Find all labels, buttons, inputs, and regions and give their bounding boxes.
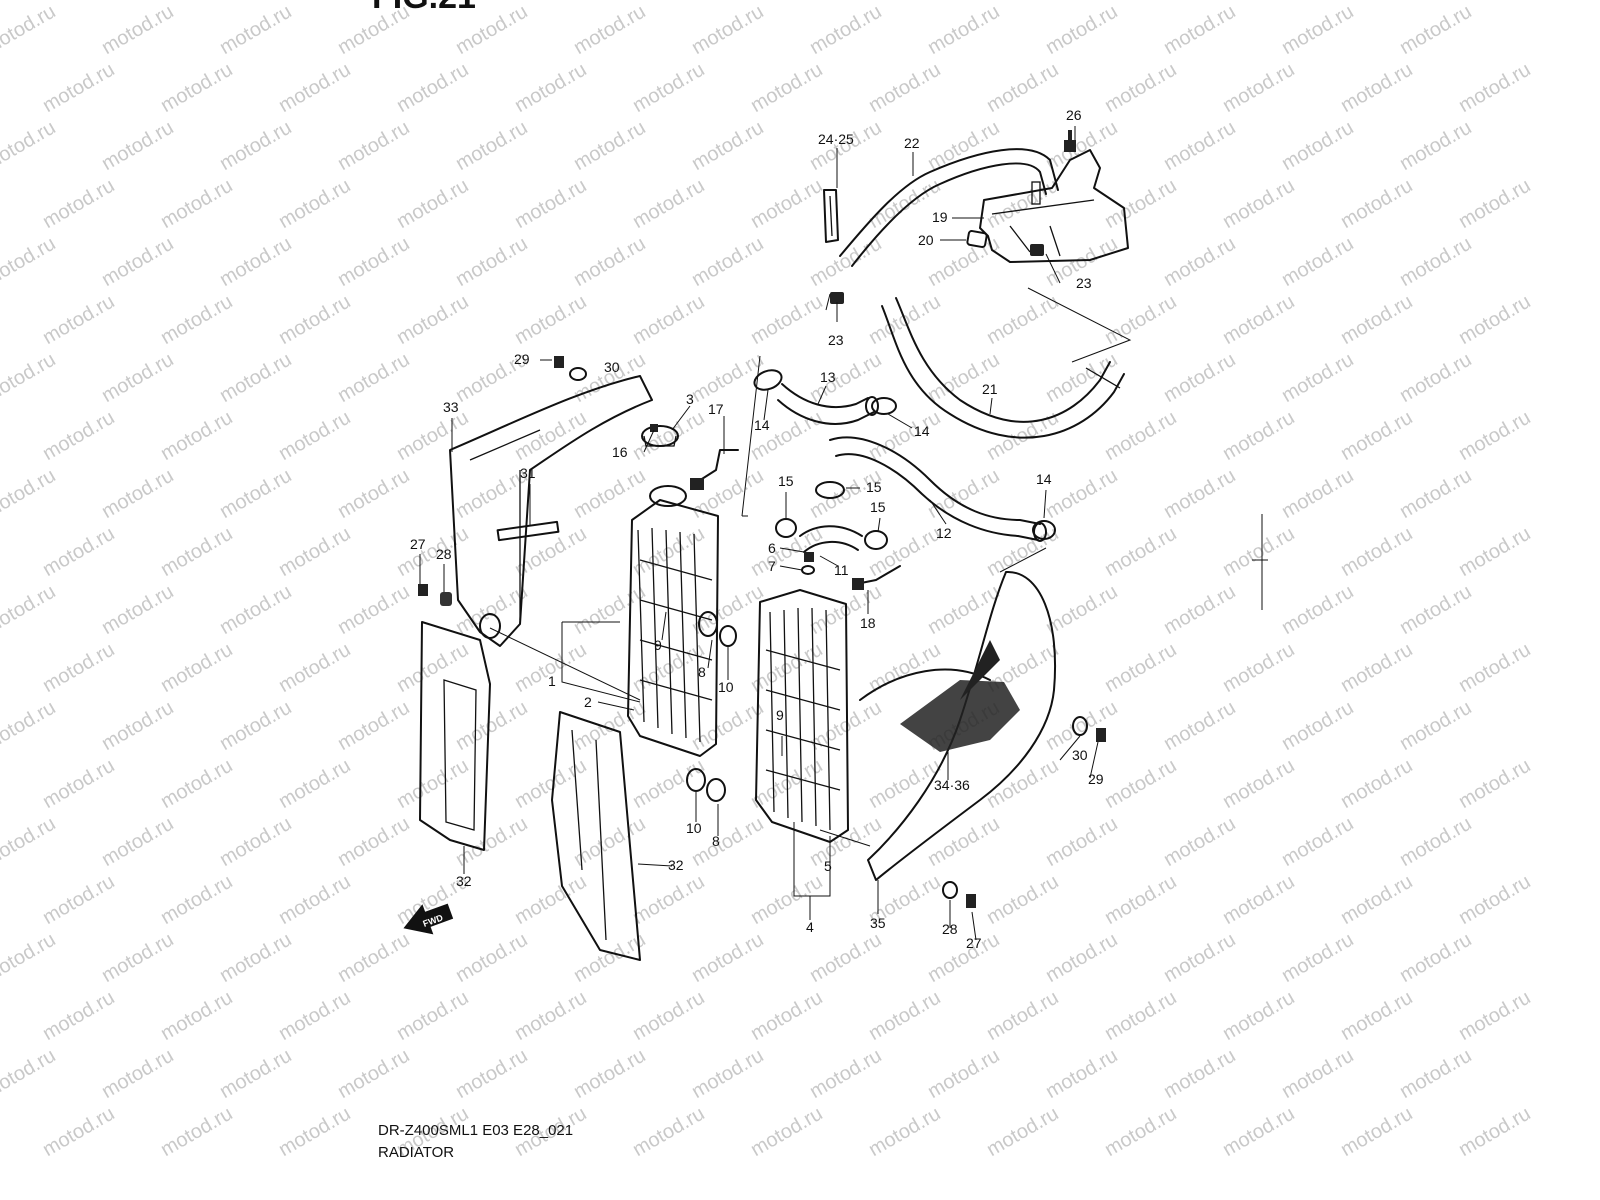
drain-bolt[interactable] (804, 552, 814, 562)
callout-35: 35 (870, 915, 886, 931)
figure-title: FIG.21 (372, 0, 476, 17)
radiator-hose-12[interactable] (829, 436, 1047, 542)
callout-14: 14 (914, 423, 930, 439)
callout-14: 14 (1036, 471, 1052, 487)
callout-3: 3 (686, 391, 694, 407)
reservoir-tank[interactable] (979, 149, 1129, 263)
callout-21: 21 (982, 381, 998, 397)
callout-8: 8 (698, 664, 706, 680)
hose-clamp[interactable] (775, 518, 797, 538)
grommet[interactable] (706, 778, 726, 802)
callout-15: 15 (870, 499, 886, 515)
bolt[interactable] (1096, 728, 1106, 742)
callout-20: 20 (918, 232, 934, 248)
radiator-right[interactable] (755, 589, 849, 843)
shroud-emblem[interactable] (900, 640, 1020, 752)
washer[interactable] (569, 367, 587, 381)
fan-thermo-switch[interactable] (690, 449, 739, 490)
hose-clamp[interactable] (815, 481, 845, 499)
hose-protector[interactable] (823, 189, 839, 243)
reservoir-cushion[interactable] (966, 230, 988, 248)
washer[interactable] (801, 565, 815, 575)
callout-31: 31 (520, 465, 536, 481)
callout-23: 23 (1076, 275, 1092, 291)
callout-13: 13 (820, 369, 836, 385)
callout-18: 18 (860, 615, 876, 631)
fwd-arrow-icon: FWD (403, 903, 454, 935)
callout-28: 28 (942, 921, 958, 937)
callout-14: 14 (754, 417, 770, 433)
breather-hose[interactable] (839, 148, 1059, 267)
callout-7: 7 (768, 558, 776, 574)
callout-16: 16 (612, 444, 628, 460)
callout-8: 8 (712, 833, 720, 849)
callout-12: 12 (936, 525, 952, 541)
callout-10: 10 (686, 820, 702, 836)
callout-15: 15 (778, 473, 794, 489)
callout-30: 30 (604, 359, 620, 375)
bolt[interactable] (966, 894, 976, 908)
callout-1: 1 (548, 673, 556, 689)
callout-9: 9 (776, 707, 784, 723)
callout-24-25: 24·25 (818, 131, 854, 147)
grommet[interactable] (719, 625, 737, 647)
callout-33: 33 (443, 399, 459, 415)
callout-23: 23 (828, 332, 844, 348)
callout-labels: 26 24·25 22 19 20 23 23 29 30 33 3 17 16… (410, 107, 1104, 951)
callout-32: 32 (456, 873, 472, 889)
water-temp-sensor[interactable] (852, 565, 901, 590)
callout-34-36: 34·36 (934, 777, 970, 793)
model-code: DR-Z400SML1 E03 E28_021 (378, 1122, 574, 1139)
callout-27: 27 (966, 935, 982, 951)
hose-clamp[interactable] (752, 367, 784, 393)
hose-clamp[interactable] (864, 530, 888, 550)
callout-4: 4 (806, 919, 814, 935)
radiator-hose-13[interactable] (777, 383, 879, 425)
callout-2: 2 (584, 694, 592, 710)
radiator-cap[interactable] (641, 425, 679, 447)
callout-15: 15 (866, 479, 882, 495)
radiator-left[interactable] (627, 499, 719, 757)
callout-27: 27 (410, 536, 426, 552)
washer[interactable] (942, 881, 958, 899)
radiator-hose-21[interactable] (881, 297, 1125, 439)
grommet[interactable] (686, 768, 706, 792)
callout-29: 29 (1088, 771, 1104, 787)
callout-5: 5 (824, 858, 832, 874)
callout-9: 9 (654, 637, 662, 653)
callout-30: 30 (1072, 747, 1088, 763)
section-title: RADIATOR (378, 1144, 455, 1161)
callout-10: 10 (718, 679, 734, 695)
callout-28: 28 (436, 546, 452, 562)
hose-clamp[interactable] (1032, 520, 1056, 540)
radiator-hose-11[interactable] (799, 525, 863, 553)
reservoir-bolt[interactable] (1064, 130, 1076, 152)
shroud-emblem-strip[interactable] (496, 520, 560, 542)
bolt[interactable] (650, 424, 658, 432)
radiator-guard-center[interactable] (551, 711, 641, 961)
radiator-shroud-left[interactable] (449, 375, 653, 647)
reservoir-clamp[interactable] (1030, 244, 1044, 256)
filler-neck[interactable] (649, 485, 687, 507)
hose-clamp[interactable] (830, 292, 844, 304)
callout-26: 26 (1066, 107, 1082, 123)
callout-leaders (419, 126, 1099, 941)
callout-22: 22 (904, 135, 920, 151)
bolt[interactable] (418, 584, 428, 596)
radiator-guard-left[interactable] (419, 621, 491, 851)
grommet[interactable] (698, 611, 718, 637)
callout-32: 32 (668, 857, 684, 873)
grommet[interactable] (440, 592, 452, 606)
callout-19: 19 (932, 209, 948, 225)
washer[interactable] (1072, 716, 1088, 736)
callout-29: 29 (514, 351, 530, 367)
callout-6: 6 (768, 540, 776, 556)
callout-11: 11 (834, 562, 849, 578)
hose-clamp[interactable] (871, 397, 897, 415)
bolt[interactable] (554, 356, 564, 368)
callout-17: 17 (708, 401, 724, 417)
